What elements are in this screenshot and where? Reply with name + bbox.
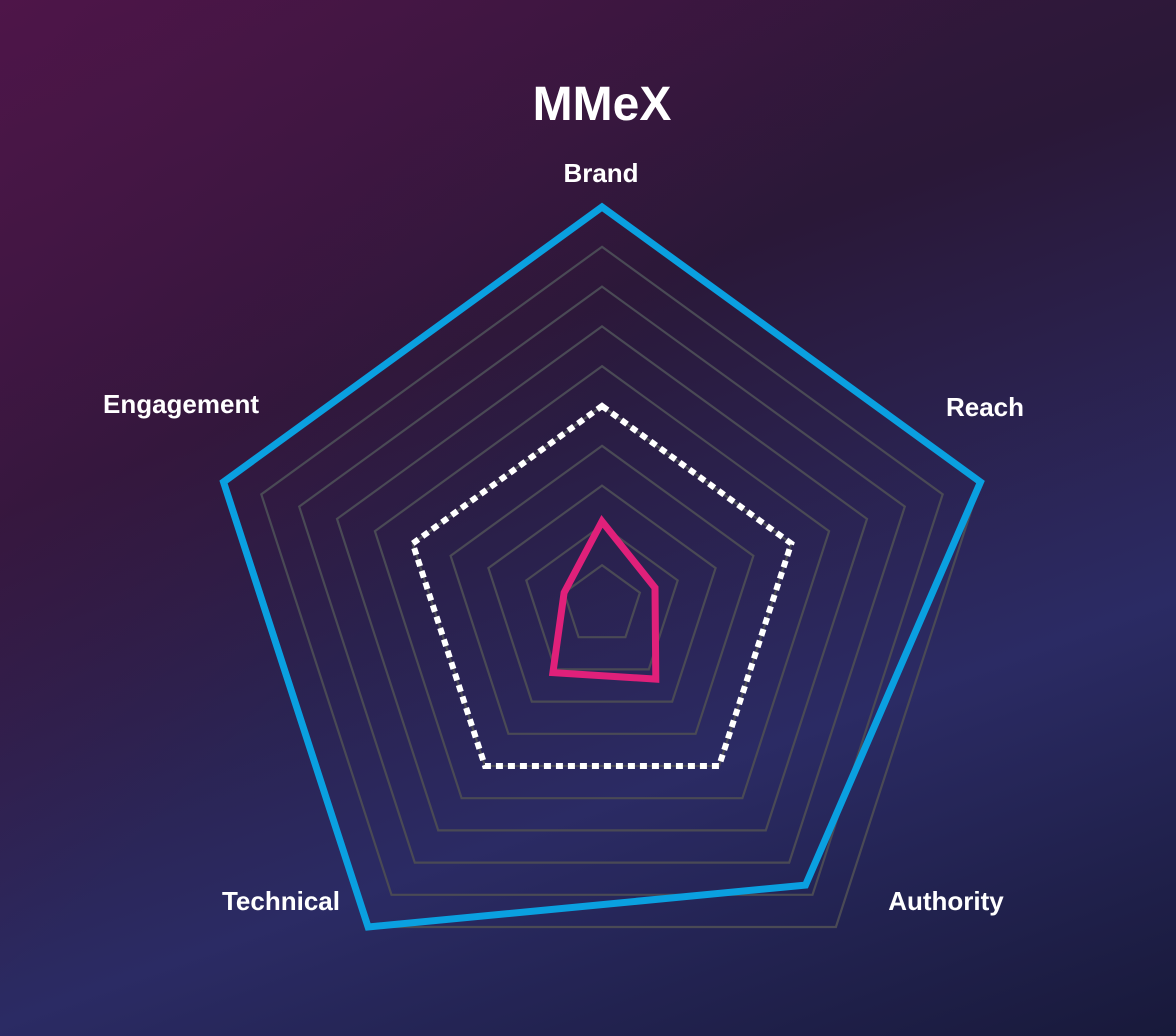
axis-label-reach: Reach (946, 392, 1024, 422)
grid-ring-4 (449, 444, 755, 735)
axis-labels: Brand Reach Authority Technical Engageme… (103, 158, 1024, 916)
series-2-polygon (409, 402, 795, 769)
radar-grid (222, 205, 982, 929)
grid-ring-8 (297, 285, 907, 864)
axis-label-technical: Technical (222, 886, 340, 916)
axis-label-engagement: Engagement (103, 389, 259, 419)
axis-label-brand: Brand (563, 158, 638, 188)
radar-series (219, 202, 985, 931)
axis-label-authority: Authority (888, 886, 1004, 916)
grid-ring-7 (335, 325, 869, 832)
grid-ring-10 (222, 205, 982, 929)
grid-ring-6 (373, 364, 831, 800)
grid-ring-3 (487, 484, 717, 703)
series-3-polygon (548, 515, 660, 683)
grid-ring-2 (525, 524, 679, 671)
grid-ring-9 (260, 245, 944, 896)
series-1-polygon (219, 202, 985, 931)
chart-title: MMeX (533, 78, 672, 131)
